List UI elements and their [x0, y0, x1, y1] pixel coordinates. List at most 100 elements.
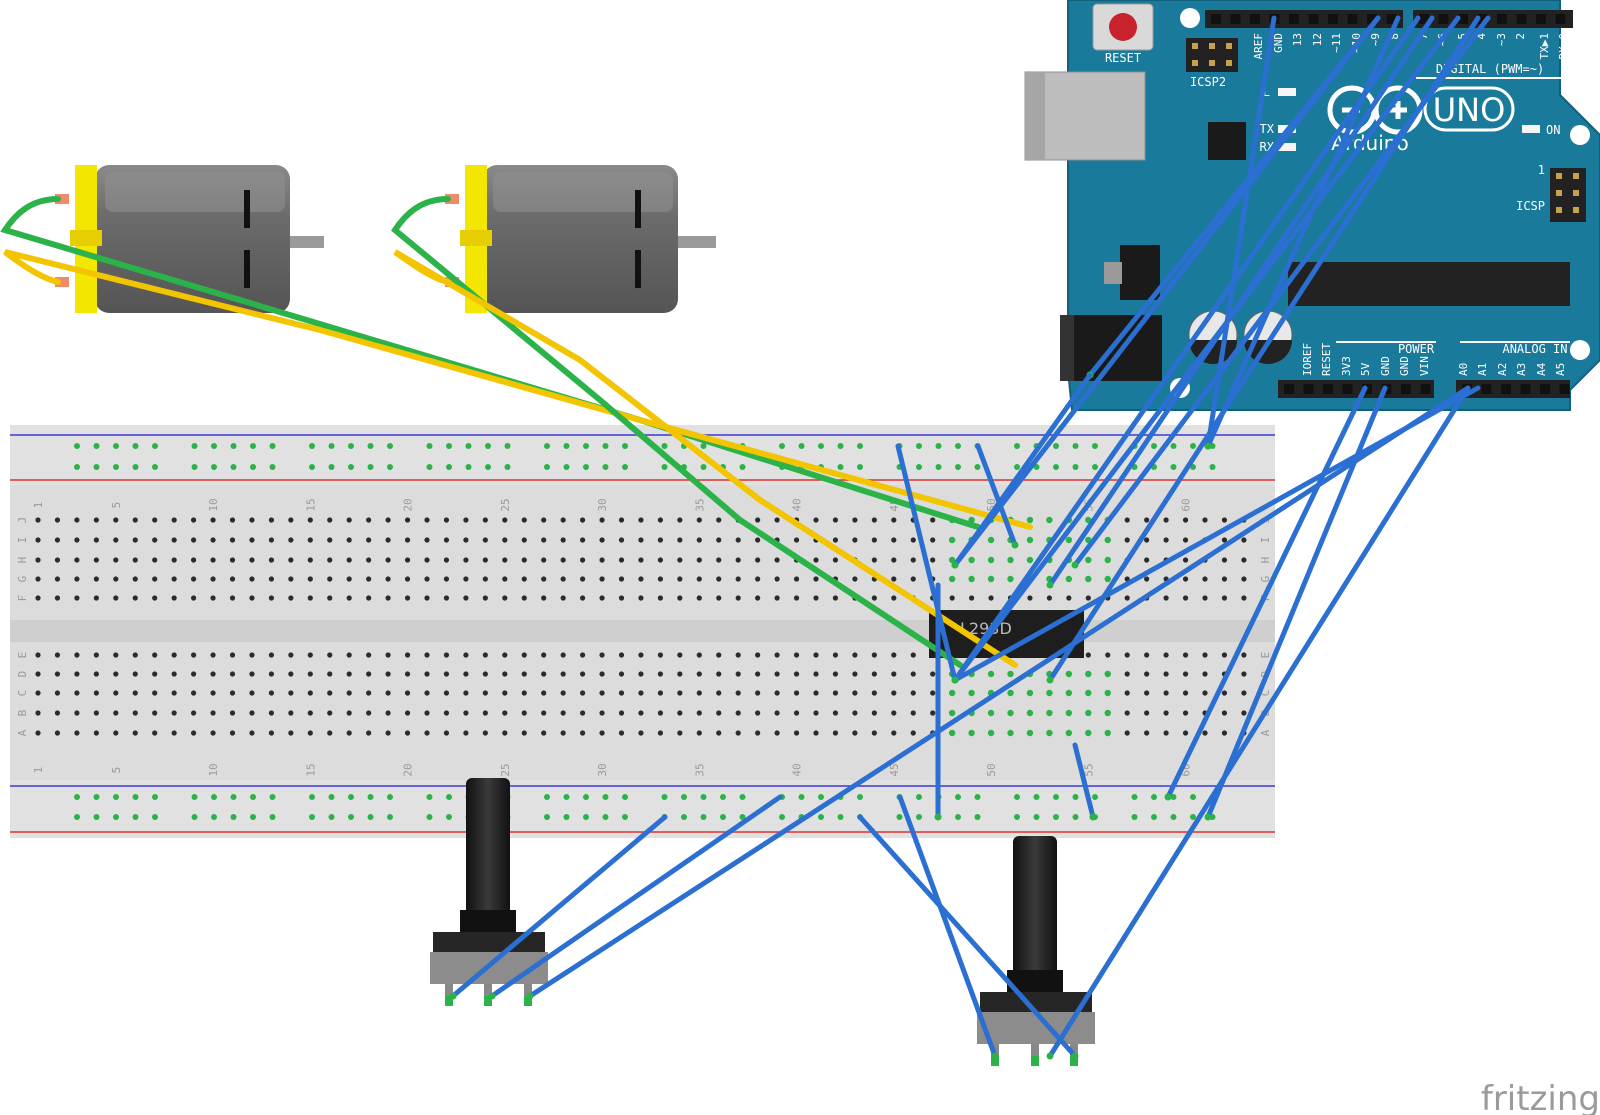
breadboard-hole	[268, 537, 274, 543]
rail-hole	[465, 464, 472, 470]
breadboard-hole	[871, 595, 877, 601]
breadboard-hole	[482, 576, 488, 582]
breadboard-hole	[599, 537, 605, 543]
breadboard-hole	[1241, 652, 1247, 658]
breadboard-hole	[482, 537, 488, 543]
breadboard-hole	[1104, 575, 1111, 583]
breadboard-hole	[618, 517, 625, 523]
breadboard-hole	[735, 671, 741, 677]
breadboard-hole	[599, 652, 605, 658]
breadboard-hole	[657, 710, 664, 716]
breadboard-hole	[716, 537, 722, 543]
header-pin	[1458, 14, 1468, 24]
breadboard-hole	[638, 595, 644, 601]
breadboard-hole	[755, 595, 761, 601]
breadboard-hole	[113, 557, 119, 563]
rail-hole	[563, 464, 570, 470]
breadboard-hole	[113, 537, 119, 543]
breadboard-hole	[93, 557, 99, 563]
breadboard-hole	[54, 595, 61, 601]
wire-end	[991, 1052, 999, 1060]
header-pin	[1230, 14, 1241, 24]
rail-hole	[602, 814, 609, 820]
column-number-bottom: 1	[32, 767, 45, 774]
row-letter: C	[16, 690, 29, 697]
breadboard-hole	[1221, 537, 1228, 543]
breadboard-hole	[152, 690, 158, 696]
breadboard-hole	[288, 517, 294, 523]
column-number-top: 10	[207, 498, 220, 511]
rail-hole	[367, 464, 374, 470]
rail-hole	[661, 443, 668, 449]
breadboard-hole	[1241, 690, 1247, 696]
breadboard-hole	[268, 652, 274, 658]
rail-hole	[1014, 443, 1020, 449]
breadboard-hole	[327, 557, 333, 563]
rail-hole	[818, 794, 824, 800]
breadboard-hole	[152, 537, 158, 543]
breadboard-hole	[229, 595, 236, 601]
breadboard-hole	[404, 557, 411, 563]
breadboard-hole	[521, 652, 527, 658]
icsp-label: ICSP	[1516, 199, 1545, 213]
row-letter: J	[16, 517, 29, 524]
column-number-bottom: 55	[1082, 763, 1095, 776]
rail-hole	[504, 464, 511, 470]
breadboard-hole	[1144, 557, 1150, 563]
column-number-top: 15	[304, 498, 317, 511]
breadboard-hole	[1007, 575, 1014, 583]
rail-hole	[367, 443, 374, 449]
breadboard-hole	[541, 652, 547, 658]
breadboard-hole	[1144, 517, 1150, 523]
breadboard-hole	[832, 730, 839, 736]
breadboard-hole	[443, 576, 450, 582]
fritzing-watermark: fritzing	[1481, 1079, 1600, 1115]
breadboard-hole	[948, 575, 956, 583]
rail-hole	[563, 443, 570, 449]
breadboard-hole	[677, 517, 683, 523]
breadboard-hole	[385, 671, 391, 677]
breadboard-hole	[618, 652, 625, 658]
blue-wire	[975, 443, 1018, 548]
breadboard-hole	[910, 557, 916, 563]
blue-wire	[450, 814, 668, 999]
column-number-bottom: 5	[110, 767, 123, 774]
breadboard-hole	[677, 537, 683, 543]
rail-hole	[446, 443, 452, 449]
breadboard-hole	[327, 576, 333, 582]
rail-hole	[309, 814, 315, 820]
breadboard-hole	[288, 730, 294, 736]
breadboard-hole	[599, 690, 605, 696]
rail-hole	[230, 464, 237, 470]
breadboard-hole	[1046, 709, 1053, 717]
breadboard-hole	[891, 576, 897, 582]
breadboard-hole	[677, 730, 683, 736]
breadboard-hole	[599, 730, 605, 736]
breadboard-hole	[638, 557, 644, 563]
rail-hole	[563, 814, 570, 820]
breadboard-hole	[1182, 690, 1189, 696]
breadboard-hole	[657, 537, 664, 543]
breadboard-hole	[35, 576, 41, 582]
breadboard-hole	[1202, 595, 1208, 601]
wire-end	[1204, 813, 1212, 821]
breadboard-hole	[948, 689, 956, 697]
rail-hole	[74, 814, 80, 820]
breadboard-hole	[793, 537, 800, 543]
breadboard-hole	[1144, 690, 1150, 696]
row-letter: G	[1259, 576, 1272, 583]
breadboard-hole	[171, 710, 177, 716]
breadboard-hole	[1124, 730, 1130, 736]
breadboard-hole	[716, 517, 722, 523]
breadboard-hole	[74, 710, 80, 716]
breadboard-hole	[502, 517, 508, 523]
breadboard-hole	[599, 595, 605, 601]
breadboard-hole	[677, 671, 683, 677]
rail-hole	[974, 814, 981, 820]
breadboard-hole	[1026, 689, 1034, 697]
breadboard-hole	[521, 690, 527, 696]
breadboard-hole	[424, 537, 430, 543]
breadboard-hole	[560, 537, 566, 543]
breadboard-hole	[813, 690, 819, 696]
breadboard-hole	[54, 557, 61, 563]
